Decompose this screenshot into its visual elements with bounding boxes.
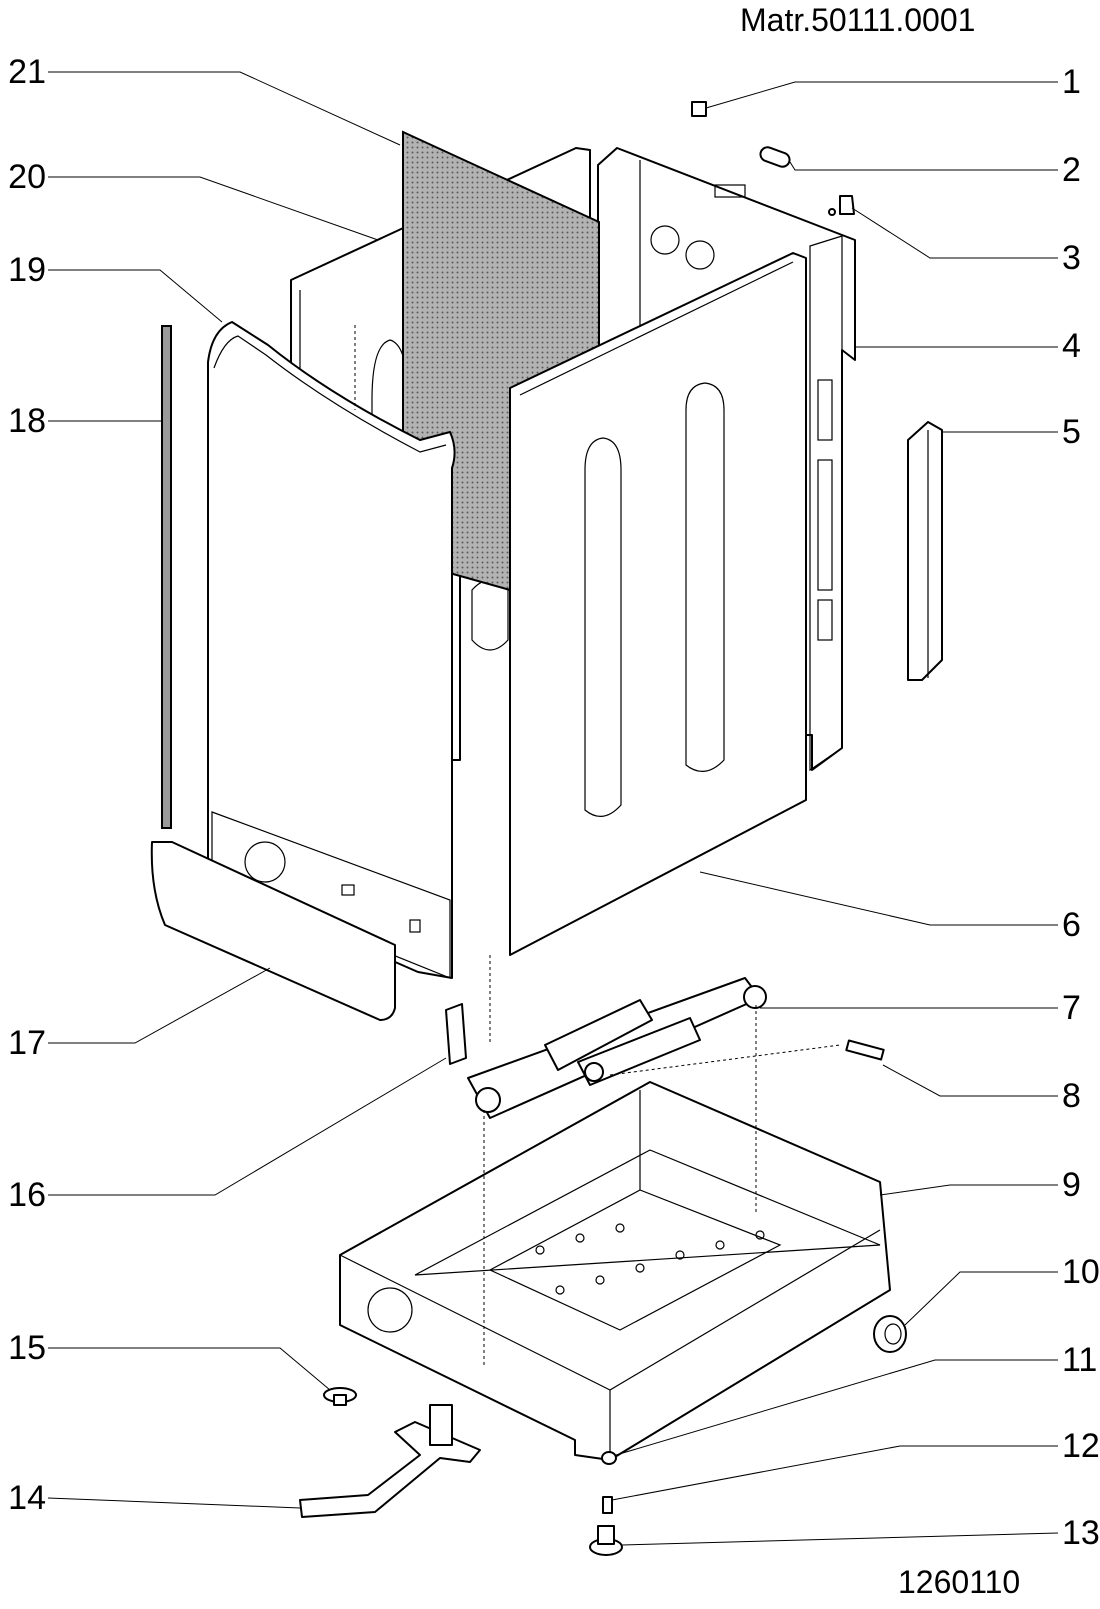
- part-1-clip: [691, 101, 707, 117]
- part-13-foot: [589, 1525, 623, 1556]
- callout-18: 18: [8, 402, 46, 440]
- callout-14: 14: [8, 1479, 46, 1517]
- callout-11: 11: [1062, 1341, 1098, 1379]
- callout-9: 9: [1062, 1166, 1081, 1204]
- part-17-kick-panel: [150, 841, 396, 1021]
- part-7-cross-members: [467, 977, 767, 1119]
- callout-17: 17: [8, 1024, 46, 1062]
- callout-19: 19: [8, 251, 46, 289]
- drawing-number: 1260110: [898, 1564, 1021, 1600]
- part-12-spring: [602, 1496, 613, 1514]
- callout-16: 16: [8, 1176, 46, 1214]
- part-11-nut: [601, 1451, 617, 1465]
- part-19-front-panel: [207, 321, 456, 979]
- part-8-pin: [845, 1039, 885, 1061]
- material-code: Matr.50111.0001: [740, 2, 976, 38]
- callout-4: 4: [1062, 327, 1081, 365]
- callout-1: 1: [1062, 63, 1081, 101]
- part-14-lever: [299, 1404, 481, 1518]
- callout-13: 13: [1062, 1514, 1100, 1552]
- callout-3: 3: [1062, 239, 1081, 277]
- callout-8: 8: [1062, 1077, 1081, 1115]
- callout-21: 21: [8, 53, 46, 91]
- callout-15: 15: [8, 1329, 46, 1367]
- callout-5: 5: [1062, 413, 1081, 451]
- callout-10: 10: [1062, 1253, 1100, 1291]
- callout-2: 2: [1062, 151, 1081, 189]
- leader-lines: [47, 71, 1059, 1546]
- part-15-cap: [323, 1387, 357, 1406]
- part-9-base: [339, 1081, 891, 1461]
- part-3-clip: [828, 195, 855, 216]
- part-10-wheel: [873, 1315, 907, 1353]
- callout-20: 20: [8, 158, 46, 196]
- callout-6: 6: [1062, 906, 1081, 944]
- callout-7: 7: [1062, 989, 1081, 1027]
- callout-12: 12: [1062, 1427, 1100, 1465]
- part-18-gasket-strip: [161, 325, 172, 829]
- part-2-grommet: [759, 146, 791, 168]
- part-6-side-panel: [509, 252, 807, 956]
- assembly-guide-lines: [354, 325, 841, 1365]
- part-5-rail: [907, 421, 943, 681]
- part-16-bracket: [445, 1003, 467, 1065]
